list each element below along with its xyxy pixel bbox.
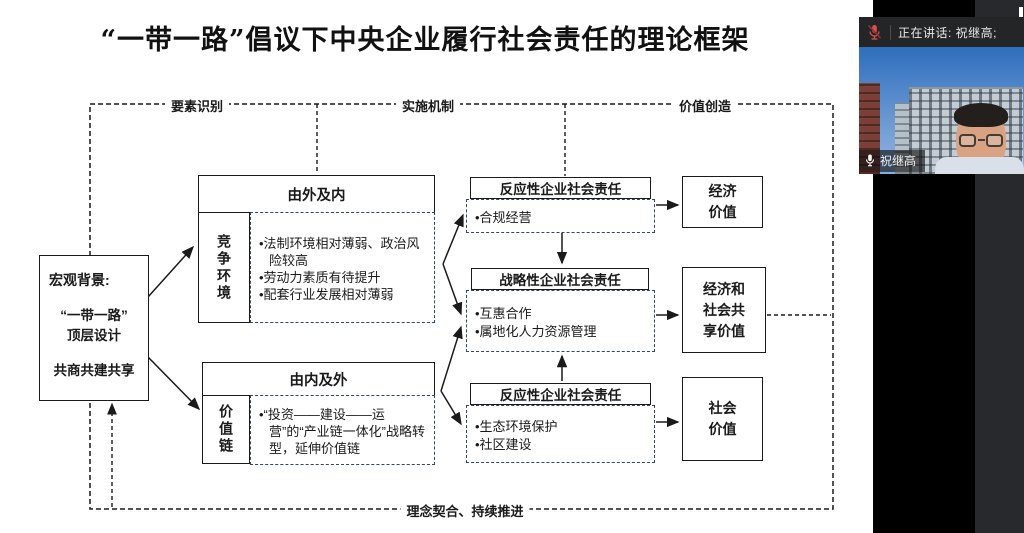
social-value-box: 社会 价值 [682,377,763,461]
speaker-video: 祝继高 [859,47,1024,174]
csr-item: •属地化人力资源管理 [475,323,597,339]
shared-slide: “一带一路”倡议下中央企业履行社会责任的理论框架 [39,25,834,520]
value-chain-factors: •“投资——建设——运营”的“产业链一体化”战略转型，延伸价值链 [250,395,435,465]
reactive-csr-header-bottom: 反应性企业社会责任 [470,383,651,405]
csr-item: •互惠合作 [475,306,532,322]
arrow-valuechain-to-community [440,390,462,426]
value-chain-label: 价值链 [202,395,250,464]
phase-label-value-creation: 价值创造 [672,96,738,115]
factor-item: •法制环境相对薄弱、政治风险较高 [259,235,420,268]
csr-item: •生态环境保护 [475,419,558,435]
csr-item: •社区建设 [475,436,532,452]
banner-divider [890,24,891,40]
arrow-competitive-to-strategic [442,263,463,316]
factor-item: •“投资——建设——运营”的“产业链一体化”战略转型，延伸价值链 [259,406,425,457]
speaker-video-tile[interactable]: 正在讲话: 祝继高; 祝继高 [859,17,1024,174]
reactive-csr-items-top: •合规经营 [466,199,655,233]
diagram-lines [89,103,834,510]
outside-in-header: 由外及内 [198,175,435,213]
reactive-csr-header-top: 反应性企业社会责任 [470,177,651,199]
glasses-bridge [978,139,985,141]
arrow-competitive-to-compliance [442,213,464,265]
slide-title: “一带一路”倡议下中央企业履行社会责任的理论框架 [100,25,750,56]
mic-icon [865,154,875,167]
speaking-banner-text: 正在讲话: 祝继高; [898,25,998,40]
macro-line: 顶层设计 [67,327,121,343]
csr-item: •合规经营 [475,209,532,225]
macro-background-box: 宏观背景: “一带一路” 顶层设计 共商共建共享 [39,255,149,401]
arrow-macro-to-competitive [147,245,195,298]
reactive-csr-items-bottom: •生态环境保护 •社区建设 [466,405,655,463]
competitive-environment-label: 竞争环境 [198,212,250,323]
glasses-left-lens [959,134,976,147]
phase-label-concept-fit: 理念契合、持续推进 [400,501,530,520]
macro-line: 共商共建共享 [53,363,135,379]
scrollbar-thumb[interactable] [1019,7,1023,17]
speaking-banner: 正在讲话: 祝继高; [859,17,1024,47]
factor-item: •配套行业发展相对薄弱 [259,287,394,303]
arrow-valuechain-to-strategic [440,325,463,392]
strategic-csr-items: •互惠合作 •属地化人力资源管理 [466,290,655,352]
glasses-right-lens [986,134,1003,147]
phase-label-implementation-mechanism: 实施机制 [395,96,461,115]
economic-value-box: 经济 价值 [682,176,763,228]
strategic-csr-header: 战略性企业社会责任 [471,268,649,290]
factor-item: •劳动力素质有待提升 [259,270,381,285]
muted-mic-icon [867,24,882,40]
competitive-environment-factors: •法制环境相对薄弱、政治风险较高 •劳动力素质有待提升 •配套行业发展相对薄弱 [250,212,435,323]
participant-name-tag: 祝继高 [859,150,926,172]
outer-dashed-frame [89,103,834,510]
arrow-macro-to-valuechain [147,356,201,411]
macro-line: “一带一路” [60,308,128,324]
macro-heading: 宏观背景: [49,272,110,288]
speaker-shirt [935,157,1024,174]
inside-out-header: 由内及外 [202,362,435,396]
participant-name: 祝继高 [880,154,917,168]
phase-label-element-identification: 要素识别 [164,96,230,115]
shared-value-box: 经济和 社会共 享价值 [682,267,766,353]
